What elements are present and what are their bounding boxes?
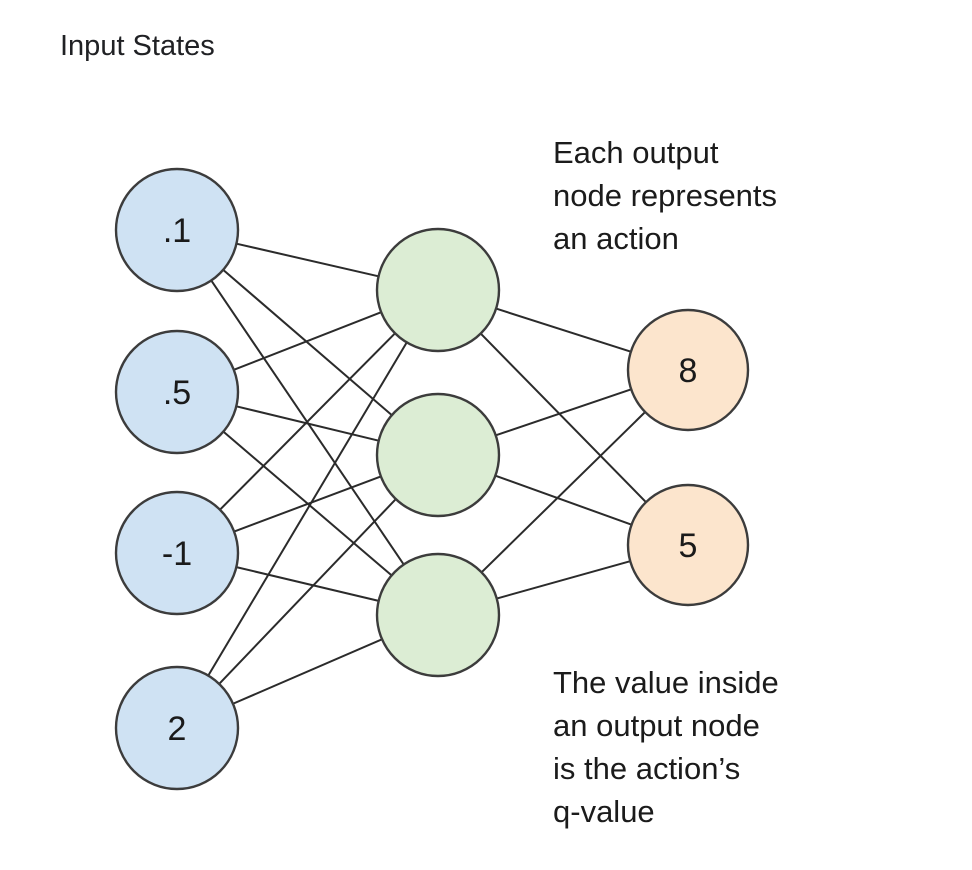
edge-input-1-to-hidden-1 xyxy=(236,405,379,442)
edge-input-2-to-hidden-1 xyxy=(233,475,382,533)
edge-hidden-1-to-output-1 xyxy=(495,474,632,526)
edge-hidden-2-to-output-0 xyxy=(480,411,646,574)
node-label-input-2: .5 xyxy=(163,374,191,412)
node-label-output-1: 8 xyxy=(679,352,698,390)
node-label-input-4: 2 xyxy=(168,710,187,748)
node-input-3: -1 xyxy=(114,490,240,616)
node-circle-output-1 xyxy=(626,308,750,432)
node-circle-output-2 xyxy=(626,483,750,607)
node-circle-hidden-2 xyxy=(375,392,501,518)
node-input-1: .1 xyxy=(114,167,240,293)
edge-input-2-to-hidden-2 xyxy=(236,566,379,602)
node-circle-input-4 xyxy=(114,665,240,791)
annotation-output-node-action: Each output node represents an action xyxy=(553,135,778,256)
node-hidden-3 xyxy=(375,552,501,678)
input-states-label: Input States xyxy=(60,30,215,62)
node-label-input-3: -1 xyxy=(162,535,192,573)
node-circle-input-2 xyxy=(114,329,240,455)
edge-input-3-to-hidden-2 xyxy=(232,638,383,705)
nodes-group: .1 .5 -1 2 8 5 xyxy=(114,167,750,791)
edge-hidden-0-to-output-1 xyxy=(479,332,647,503)
node-label-output-2: 5 xyxy=(679,527,698,565)
edge-input-3-to-hidden-0 xyxy=(207,341,408,677)
edge-input-0-to-hidden-1 xyxy=(222,269,393,416)
node-circle-input-3 xyxy=(114,490,240,616)
edge-hidden-1-to-output-0 xyxy=(495,388,632,437)
node-circle-hidden-1 xyxy=(375,227,501,353)
node-circle-input-1 xyxy=(114,167,240,293)
node-hidden-1 xyxy=(375,227,501,353)
edge-hidden-2-to-output-1 xyxy=(496,560,631,600)
edge-input-0-to-hidden-0 xyxy=(236,242,379,278)
node-circle-hidden-3 xyxy=(375,552,501,678)
node-output-2: 5 xyxy=(626,483,750,607)
node-hidden-2 xyxy=(375,392,501,518)
node-output-1: 8 xyxy=(626,308,750,432)
edge-input-1-to-hidden-0 xyxy=(233,311,382,371)
edge-hidden-0-to-output-0 xyxy=(495,307,632,353)
node-input-2: .5 xyxy=(114,329,240,455)
edge-input-3-to-hidden-1 xyxy=(218,498,397,685)
annotation-output-node-qvalue: The value inside an output node is the a… xyxy=(553,665,779,829)
node-input-4: 2 xyxy=(114,665,240,791)
node-label-input-1: .1 xyxy=(163,212,191,250)
edge-input-2-to-hidden-0 xyxy=(219,332,396,511)
edges-group xyxy=(207,242,647,705)
